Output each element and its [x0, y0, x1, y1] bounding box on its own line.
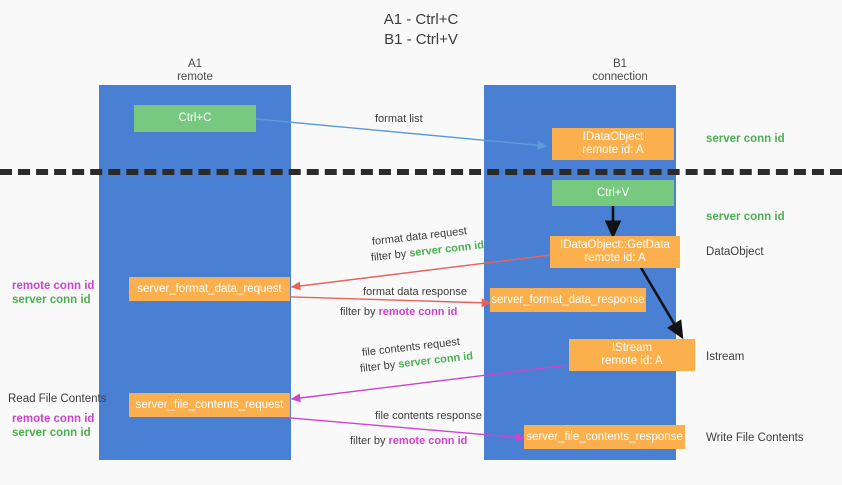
- column-a1-sub: remote: [177, 71, 213, 83]
- caption-file-contents-response-filter-value: remote conn id: [388, 435, 468, 447]
- label-server-conn-id-mid: server conn id: [706, 211, 785, 223]
- column-b1-name: B1: [612, 58, 628, 70]
- label-server-conn-id-2: server conn id: [12, 427, 91, 439]
- box-idataobject-line2: remote id: A: [582, 144, 644, 156]
- column-b1-sub: connection: [592, 71, 648, 83]
- box-server-format-data-response-label: server_format_data_response: [491, 293, 645, 306]
- box-getdata[interactable]: IDataObject::GetData remote id: A: [550, 236, 680, 268]
- box-ctrl-v[interactable]: Ctrl+V: [552, 180, 674, 206]
- label-read-file-contents: Read File Contents: [8, 393, 107, 405]
- box-istream[interactable]: IStream remote id: A: [569, 339, 695, 371]
- title-line-1: A1 - Ctrl+C: [383, 11, 459, 28]
- diagram-title: A1 - Ctrl+C B1 - Ctrl+V: [0, 10, 842, 50]
- box-server-format-data-request-label: server_format_data_request: [137, 282, 282, 295]
- caption-file-contents-response: file contents response: [375, 410, 483, 422]
- box-server-format-data-request[interactable]: server_format_data_request: [129, 277, 290, 301]
- caption-file-contents-request-filter-prefix: filter by: [359, 358, 399, 375]
- caption-format-data-request-filter-prefix: filter by: [370, 247, 410, 264]
- label-server-conn-id-top: server conn id: [706, 133, 785, 145]
- label-server-conn-id-1: server conn id: [12, 294, 91, 306]
- box-istream-line1: IStream: [611, 342, 653, 354]
- column-a1-name: A1: [187, 58, 203, 70]
- box-ctrl-c-label: Ctrl+C: [178, 112, 212, 124]
- box-istream-line2: remote id: A: [601, 355, 663, 367]
- box-ctrl-v-label: Ctrl+V: [596, 186, 630, 199]
- caption-file-contents-response-filter-prefix: filter by: [350, 435, 389, 447]
- phase-divider: [0, 169, 842, 175]
- box-idataobject-line1: IDataObject: [582, 131, 644, 143]
- caption-format-list: format list: [375, 113, 423, 125]
- box-ctrl-c[interactable]: Ctrl+C: [134, 105, 256, 132]
- box-server-file-contents-response-label: server_file_contents_response: [526, 430, 683, 443]
- box-getdata-line1: IDataObject::GetData: [560, 239, 670, 251]
- title-line-2: B1 - Ctrl+V: [384, 31, 458, 48]
- column-header-b1: B1 connection: [540, 58, 700, 84]
- label-remote-conn-id-1: remote conn id: [12, 280, 95, 292]
- label-write-file-contents: Write File Contents: [706, 432, 804, 444]
- caption-file-contents-response-filter: filter by remote conn id: [350, 434, 467, 448]
- box-server-file-contents-response[interactable]: server_file_contents_response: [524, 425, 685, 449]
- label-istream: Istream: [706, 351, 745, 363]
- box-server-file-contents-request[interactable]: server_file_contents_request: [129, 393, 290, 417]
- box-server-format-data-response[interactable]: server_format_data_response: [490, 288, 646, 312]
- label-remote-conn-id-2: remote conn id: [12, 413, 95, 425]
- box-idataobject[interactable]: IDataObject remote id: A: [552, 128, 674, 160]
- caption-format-data-response: format data response: [363, 286, 467, 298]
- caption-format-data-response-filter: filter by remote conn id: [340, 305, 457, 319]
- label-dataobject: DataObject: [706, 246, 764, 258]
- box-server-file-contents-request-label: server_file_contents_request: [135, 398, 284, 411]
- caption-format-data-response-filter-prefix: filter by: [340, 306, 379, 318]
- caption-format-data-response-filter-value: remote conn id: [378, 306, 458, 318]
- column-header-a1: A1 remote: [115, 58, 275, 84]
- box-getdata-line2: remote id: A: [584, 252, 646, 264]
